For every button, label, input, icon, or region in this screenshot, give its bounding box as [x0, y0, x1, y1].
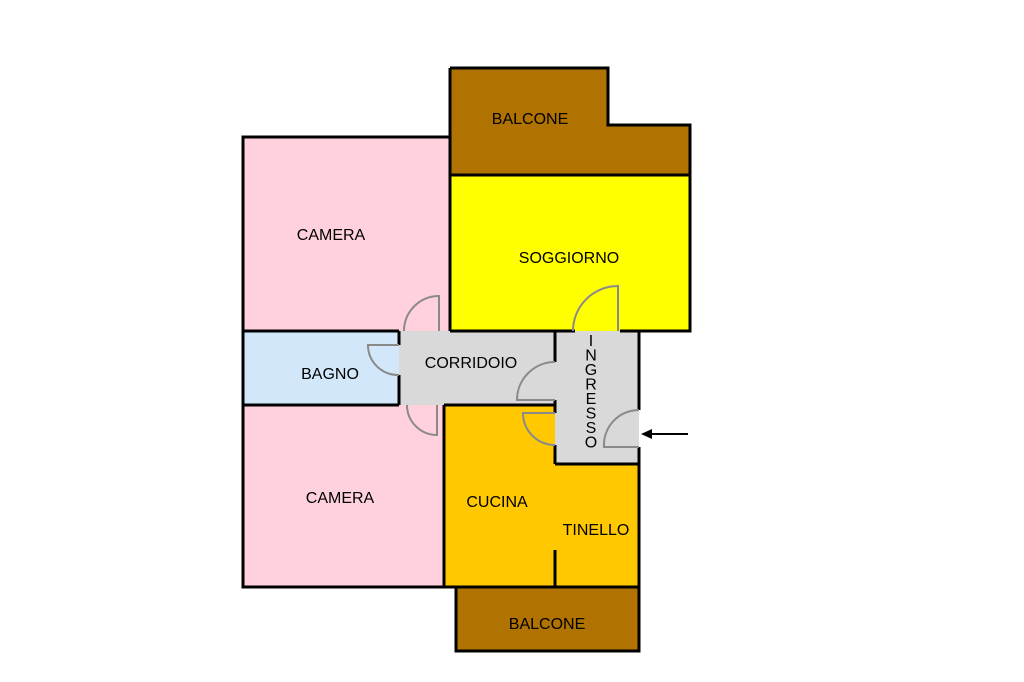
label-camera-top: CAMERA [297, 227, 366, 244]
entrance-arrow-icon [641, 429, 688, 439]
room-ingresso [555, 331, 639, 464]
label-tinello: TINELLO [563, 522, 630, 539]
room-balcone-bottom [456, 587, 639, 651]
walls [241, 66, 692, 653]
label-soggiorno: SOGGIORNO [519, 250, 619, 267]
room-corridoio [399, 331, 555, 405]
label-camera-bottom: CAMERA [306, 490, 375, 507]
room-camera-top [243, 137, 450, 331]
label-balcone-top: BALCONE [492, 111, 568, 128]
room-cucina [444, 405, 639, 587]
room-balcone-top [450, 68, 690, 175]
door-arcs [366, 284, 640, 448]
room-soggiorno [450, 175, 690, 331]
label-bagno: BAGNO [301, 366, 359, 383]
room-bagno [243, 331, 399, 405]
label-balcone-bottom: BALCONE [509, 616, 585, 633]
room-camera-bottom [243, 405, 444, 587]
label-cucina: CUCINA [466, 494, 528, 511]
label-corridoio: CORRIDOIO [425, 355, 517, 372]
